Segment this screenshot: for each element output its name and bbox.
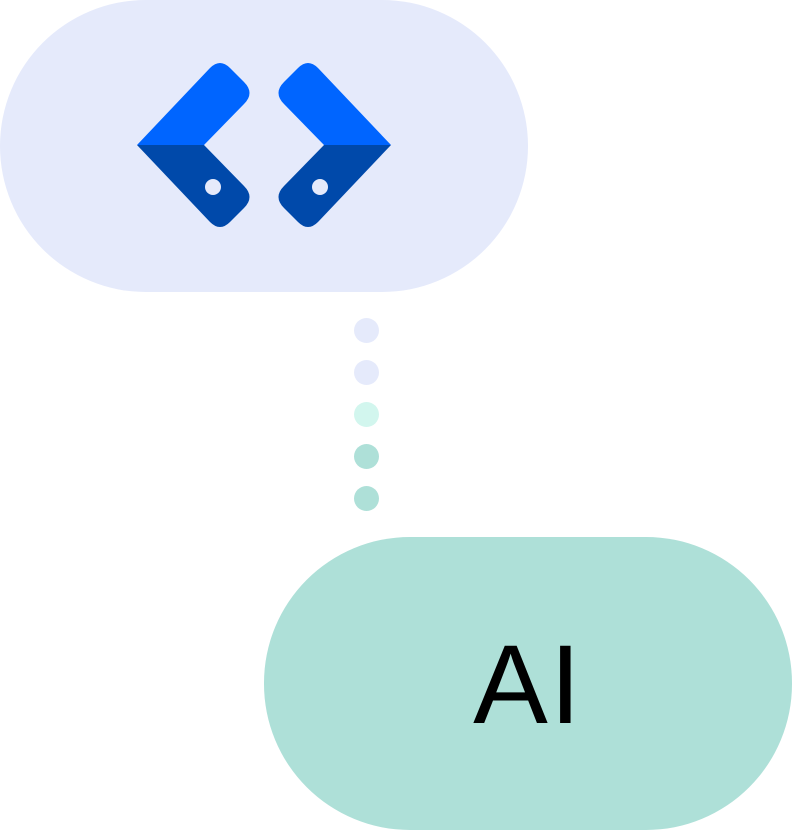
left-bracket-lower — [137, 145, 250, 227]
code-brackets-icon — [137, 63, 391, 227]
connector-dot — [354, 318, 379, 343]
right-bracket-hole — [312, 179, 328, 195]
left-bracket-upper — [137, 63, 250, 145]
connector-dot — [354, 444, 379, 469]
ai-node: AI — [264, 537, 792, 830]
right-bracket-upper — [278, 63, 391, 145]
left-bracket-hole — [205, 179, 221, 195]
right-bracket-lower — [278, 145, 391, 227]
dotted-connector — [354, 318, 379, 513]
connector-dot — [354, 402, 379, 427]
ai-label: AI — [473, 621, 583, 747]
connector-dot — [354, 486, 379, 511]
code-node — [0, 0, 528, 292]
connector-dot — [354, 360, 379, 385]
